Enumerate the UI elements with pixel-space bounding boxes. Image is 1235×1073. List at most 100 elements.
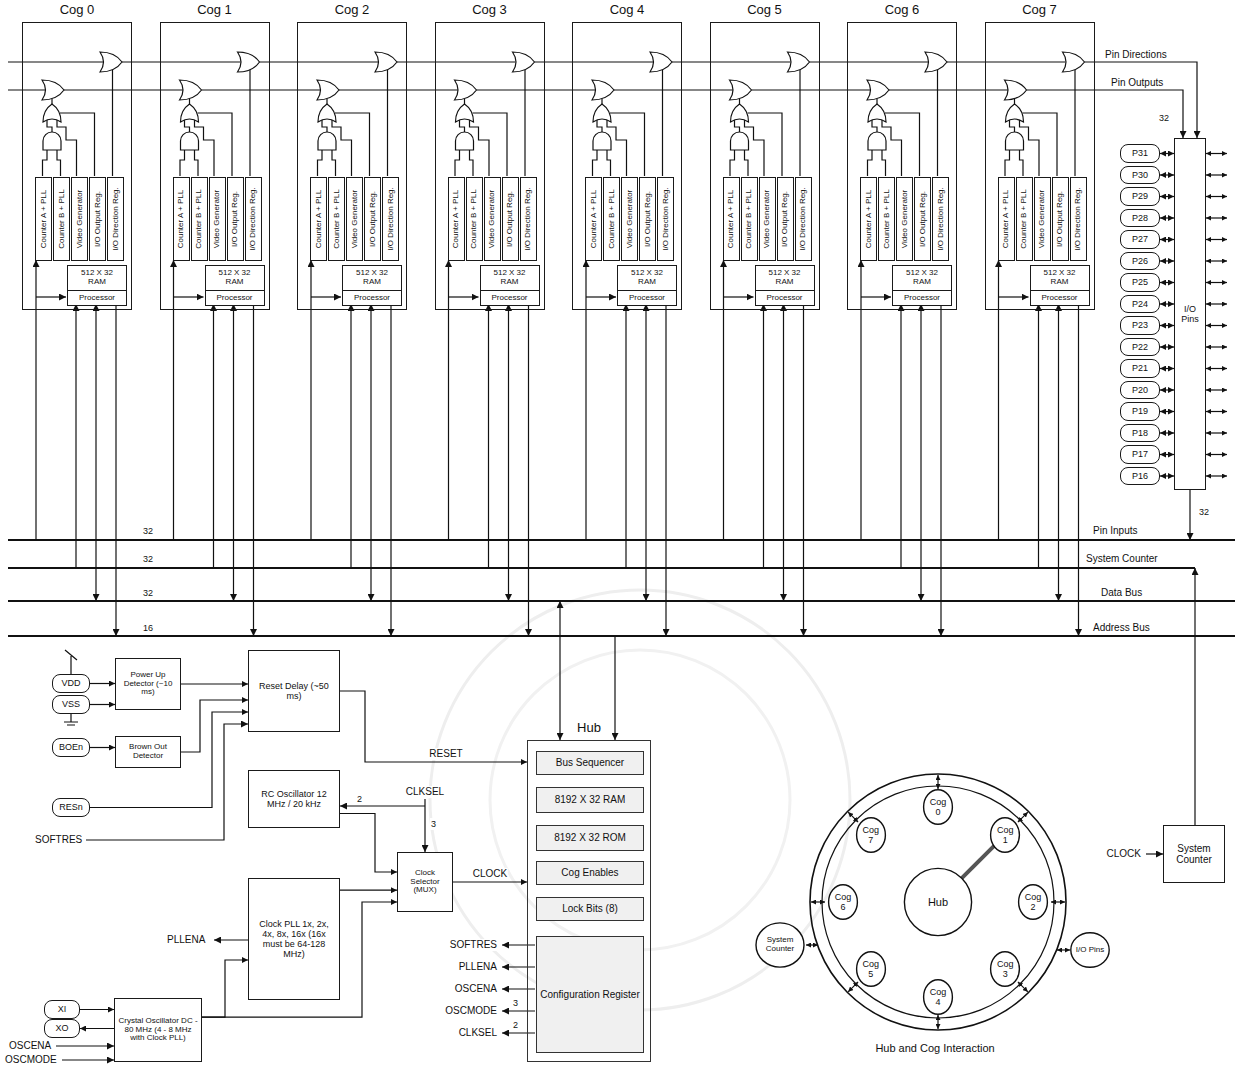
function-box: System Counter [1163, 825, 1225, 883]
signal-label: 32 [142, 553, 154, 565]
and-gate [318, 132, 336, 150]
or-gate [513, 52, 535, 72]
pin-terminal: P27 [1120, 230, 1160, 248]
signal-wire [868, 150, 873, 176]
pin-pad-arrow [1206, 346, 1227, 347]
signal-wire [803, 304, 804, 636]
or-gate [730, 80, 752, 100]
signal-wire [872, 120, 877, 132]
signal-wire [1146, 853, 1163, 854]
pin-direction-line [260, 61, 379, 62]
register-box: I/O Output Reg. [1052, 177, 1069, 261]
node-label: Counter B + PLL [195, 189, 204, 248]
node-label: XI [47, 1004, 77, 1014]
register-box: Counter B + PLL [191, 177, 208, 261]
signal-wire [43, 150, 48, 176]
signal-connector [1160, 282, 1174, 283]
node-label: Clock PLL 1x, 2x, 4x, 8x, 16x (16x must … [252, 919, 336, 959]
register-box: I/O Output Reg. [227, 177, 244, 261]
signal-wire [585, 260, 586, 540]
node-label: I/O Output Reg. [93, 191, 102, 247]
node-label: P26 [1123, 256, 1157, 266]
signal-label: SOFTRES [449, 939, 498, 951]
pin-terminal: VSS [52, 695, 90, 713]
node-label: Cog 0 [926, 797, 950, 817]
hub-ring [810, 774, 1066, 1030]
node-label: I/O Direction Reg. [524, 187, 533, 251]
signal-label: Pin Inputs [1092, 525, 1138, 537]
node-label: I/O Direction Reg. [936, 187, 945, 251]
signal-wire [332, 150, 336, 176]
node-label: Cog 6 [831, 892, 855, 912]
node-label: 512 X 32 RAM [346, 269, 398, 287]
register-box: Video Generator [484, 177, 501, 261]
ring-node: Cog 1 [990, 817, 1020, 853]
function-box: Processor [67, 290, 127, 307]
block-heading: Cog 5 [691, 3, 839, 18]
signal-wire [920, 304, 921, 601]
hub-unit: Cog Enables [536, 861, 644, 885]
pin-terminal: P31 [1120, 144, 1160, 162]
signal-label: Data Bus [1100, 587, 1143, 599]
signal-wire [214, 939, 248, 940]
ring-node: Cog 4 [923, 979, 953, 1015]
supply-symbol [65, 650, 77, 676]
signal-wire [448, 260, 449, 540]
node-label: 512 X 32 RAM [209, 269, 261, 287]
register-box: Video Generator [896, 177, 913, 261]
signal-wire [1038, 304, 1039, 568]
signal-wire [75, 304, 76, 568]
signal-wire [424, 799, 425, 852]
or-gate [317, 80, 339, 100]
register-box: I/O Direction Reg. [382, 177, 399, 261]
signal-wire [502, 966, 535, 967]
node-label: P31 [1123, 148, 1157, 158]
signal-wire [173, 260, 174, 540]
signal-wire [86, 724, 248, 840]
function-box: Processor [892, 290, 952, 307]
register-box: Counter A + PLL [173, 177, 190, 261]
register-box: I/O Output Reg. [914, 177, 931, 261]
register-box: I/O Direction Reg. [932, 177, 949, 261]
signal-wire [528, 304, 529, 636]
node-label: P30 [1123, 170, 1157, 180]
watermark-ring [490, 650, 790, 950]
function-box: Clock PLL 1x, 2x, 4x, 8x, 16x (16x must … [248, 878, 340, 1000]
node-label: I/O Direction Reg. [111, 187, 120, 251]
signal-connector [1160, 260, 1174, 261]
signal-wire [735, 120, 740, 132]
pin-output-line [614, 89, 734, 90]
signal-label: SOFTRES [34, 834, 83, 846]
or-gate [181, 104, 199, 122]
pin-terminal: P16 [1120, 467, 1160, 485]
node-label: I/O Direction Reg. [799, 187, 808, 251]
node-label: Brown Out Detector [119, 743, 177, 761]
node-label: Processor [71, 294, 123, 303]
signal-label: OSCMODE [444, 1005, 498, 1017]
register-box: Video Generator [209, 177, 226, 261]
register-box: Counter B + PLL [53, 177, 70, 261]
signal-label: CLOCK [1106, 848, 1142, 860]
pin-output-line [202, 89, 322, 90]
node-label: I/O Direction Reg. [661, 187, 670, 251]
block-heading: Cog 2 [278, 3, 426, 18]
signal-wire [665, 304, 666, 636]
pin-terminal: P30 [1120, 166, 1160, 184]
node-label: Configuration Register [540, 989, 640, 1000]
node-label: Lock Bits (8) [540, 903, 640, 914]
register-box: Counter B + PLL [466, 177, 483, 261]
and-gate [593, 132, 611, 150]
ring-arrow [937, 775, 938, 789]
node-label: Processor [484, 294, 536, 303]
pin-pad-arrow [1206, 432, 1227, 433]
node-label: Video Generator [213, 190, 222, 249]
function-box: 512 X 32 RAM [342, 265, 402, 291]
node-label: P19 [1123, 406, 1157, 416]
and-gate [181, 132, 199, 150]
signal-label: CLKSEL [405, 786, 445, 798]
function-box: Clock Selector (MUX) [397, 852, 453, 912]
register-box: I/O Output Reg. [639, 177, 656, 261]
pin-pad-arrow [1206, 475, 1227, 476]
register-box: Video Generator [621, 177, 638, 261]
pin-output-line [8, 89, 46, 90]
